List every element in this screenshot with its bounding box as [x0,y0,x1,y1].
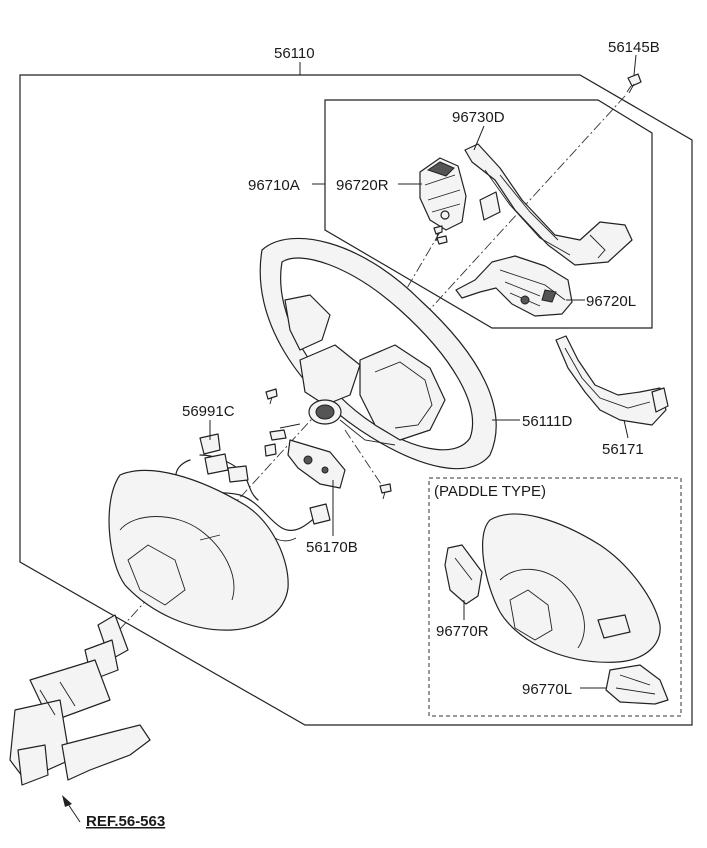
screw-wheel-left [265,388,278,405]
steering-wheel-56111d [259,237,497,470]
label-96770r: 96770R [436,623,489,640]
label-ref-56-563[interactable]: REF.56-563 [86,813,165,830]
ref-arrowhead [62,795,72,807]
steering-cover [108,469,289,631]
label-96730d: 96730D [452,109,505,126]
bolt-56145b [626,73,642,94]
steering-column [9,614,151,786]
label-96770l: 96770L [522,681,572,698]
screw-switch-r [433,225,448,245]
assembly-outline-frame [19,74,693,726]
wire-clip-parts [264,423,301,457]
switch-96720l [455,255,573,317]
label-96720r: 96720R [336,177,389,194]
leader-96730d [473,125,485,151]
switch-group-frame [324,99,653,329]
label-56145b: 56145B [608,39,660,56]
label-paddle-type: (PADDLE TYPE) [434,483,546,500]
leader-56145b [633,54,637,76]
switch-96720r [419,157,467,231]
screw-centerline [344,429,386,491]
label-56111d: 56111D [522,413,572,430]
label-96710a: 96710A [248,177,300,194]
label-96720l: 96720L [586,293,636,310]
bracket-56171 [555,335,669,426]
label-56171: 56171 [602,441,644,458]
bezel-96730d [464,143,633,266]
leader-56171 [623,419,629,439]
paddle-type-cover [481,513,661,663]
paddle-96770l [605,664,669,705]
label-56170b: 56170B [306,539,358,556]
screw-damper [379,483,392,500]
paddle-96770r [444,544,483,605]
paddle-type-box [428,477,682,717]
label-56991c: 56991C [182,403,235,420]
label-56110: 56110 [274,45,315,62]
damper-56170b [287,439,346,489]
